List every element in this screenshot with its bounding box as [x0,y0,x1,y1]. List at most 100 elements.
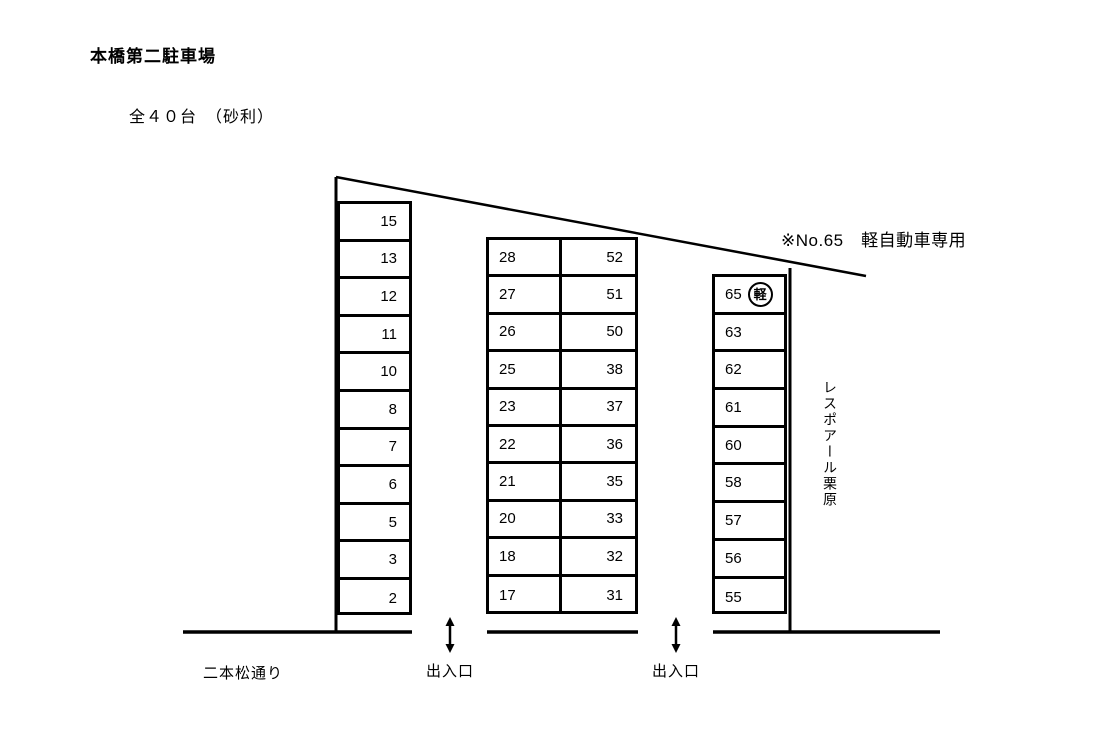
parking-space[interactable]: 22 [489,426,562,462]
kei-car-badge-icon: 軽 [747,281,773,307]
table-row: 27 51 [489,277,635,315]
space-number: 13 [380,250,397,268]
parking-space[interactable]: 33 [562,502,635,536]
space-number: 11 [381,325,397,343]
table-row: 28 52 [489,240,635,278]
table-row: 3 [340,542,409,580]
parking-space[interactable]: 7 [340,430,409,465]
table-row: 26 50 [489,314,635,353]
table-row: 56 [715,541,784,579]
parking-space[interactable]: 37 [562,390,635,424]
parking-space[interactable]: 60 [715,428,784,463]
parking-space[interactable]: 56 [715,541,784,576]
parking-space[interactable]: 63 [715,315,784,350]
table-row: 60 [715,428,784,466]
parking-space[interactable]: 23 [489,389,562,424]
parking-space[interactable]: 36 [562,427,635,461]
parking-space[interactable]: 26 [489,314,562,350]
parking-space[interactable]: 15 [340,204,409,239]
space-number: 33 [606,510,623,528]
parking-space[interactable]: 35 [562,464,635,498]
page-title: 本橋第二駐車場 [90,47,216,66]
table-row: 6 [340,467,409,505]
space-number: 27 [499,286,516,304]
space-number: 21 [499,473,516,491]
space-number: 61 [725,398,742,416]
parking-space[interactable]: 31 [562,577,635,614]
road-label: 二本松通り [203,665,284,682]
space-number: 63 [725,323,742,341]
space-number: 15 [380,212,397,230]
parking-space[interactable]: 8 [340,392,409,427]
parking-space[interactable]: 51 [562,277,635,311]
parking-space[interactable]: 3 [340,542,409,577]
parking-space[interactable]: 57 [715,503,784,538]
parking-space[interactable]: 6 [340,467,409,502]
entrance-label: 出入口 [651,663,700,680]
parking-space[interactable]: 62 [715,352,784,387]
parking-space[interactable]: 52 [562,240,635,274]
space-number: 10 [380,363,397,381]
parking-space[interactable]: 61 [715,390,784,425]
space-number: 23 [499,398,516,416]
table-row: 61 [715,390,784,428]
table-row: 62 [715,352,784,391]
parking-space[interactable]: 32 [562,539,635,573]
entrance-marker-1: 出入口 [410,616,490,681]
entrance-label: 出入口 [425,663,474,680]
space-number: 28 [499,248,516,266]
parking-space[interactable]: 28 [489,240,562,275]
parking-space-kei[interactable]: 65 軽 [715,277,784,312]
table-row: 22 36 [489,426,635,465]
parking-space[interactable]: 18 [489,539,562,574]
space-number: 50 [606,323,623,341]
left-parking-block: 15 13 12 11 10 8 [337,201,412,615]
parking-space[interactable]: 55 [715,579,784,617]
parking-space[interactable]: 5 [340,505,409,540]
table-row: 15 [340,204,409,242]
space-number: 58 [725,474,742,492]
table-row: 7 [340,430,409,468]
table-row: 57 [715,503,784,541]
table-row: 55 [715,579,784,617]
space-number: 8 [388,400,397,418]
parking-space[interactable]: 20 [489,501,562,537]
table-row: 8 [340,392,409,430]
parking-space[interactable]: 58 [715,465,784,500]
parking-space[interactable]: 10 [340,354,409,389]
table-row: 65 軽 [715,277,784,315]
space-number: 3 [388,551,397,569]
space-number: 36 [606,435,623,453]
parking-space[interactable]: 38 [562,352,635,386]
parking-space[interactable]: 50 [562,315,635,349]
space-number: 25 [499,360,516,378]
table-row: 13 [340,242,409,280]
middle-parking-block: 28 52 27 51 26 50 25 [486,237,638,614]
table-row: 21 35 [489,464,635,502]
space-number: 20 [499,510,516,528]
capacity-subtitle: 全４０台 （砂利） [129,109,275,126]
parking-space[interactable]: 27 [489,277,562,312]
space-number: 55 [725,588,742,606]
table-row: 10 [340,354,409,392]
space-number: 37 [606,398,623,416]
parking-space[interactable]: 17 [489,576,562,614]
parking-space[interactable]: 25 [489,352,562,387]
table-row: 12 [340,279,409,317]
table-row: 2 [340,580,409,618]
parking-space[interactable]: 21 [489,464,562,499]
table-row: 63 [715,315,784,353]
space-number: 51 [606,286,623,304]
building-label-vertical: レスポアール栗原 [822,380,838,508]
space-number: 56 [725,549,742,567]
entrance-marker-2: 出入口 [636,616,716,681]
space-number: 5 [388,513,397,531]
parking-space[interactable]: 13 [340,242,409,277]
table-row: 17 31 [489,576,635,614]
parking-space[interactable]: 11 [340,317,409,352]
space-number: 62 [725,361,742,379]
parking-space[interactable]: 2 [340,580,409,618]
parking-space[interactable]: 12 [340,279,409,314]
space-number: 7 [388,438,397,456]
